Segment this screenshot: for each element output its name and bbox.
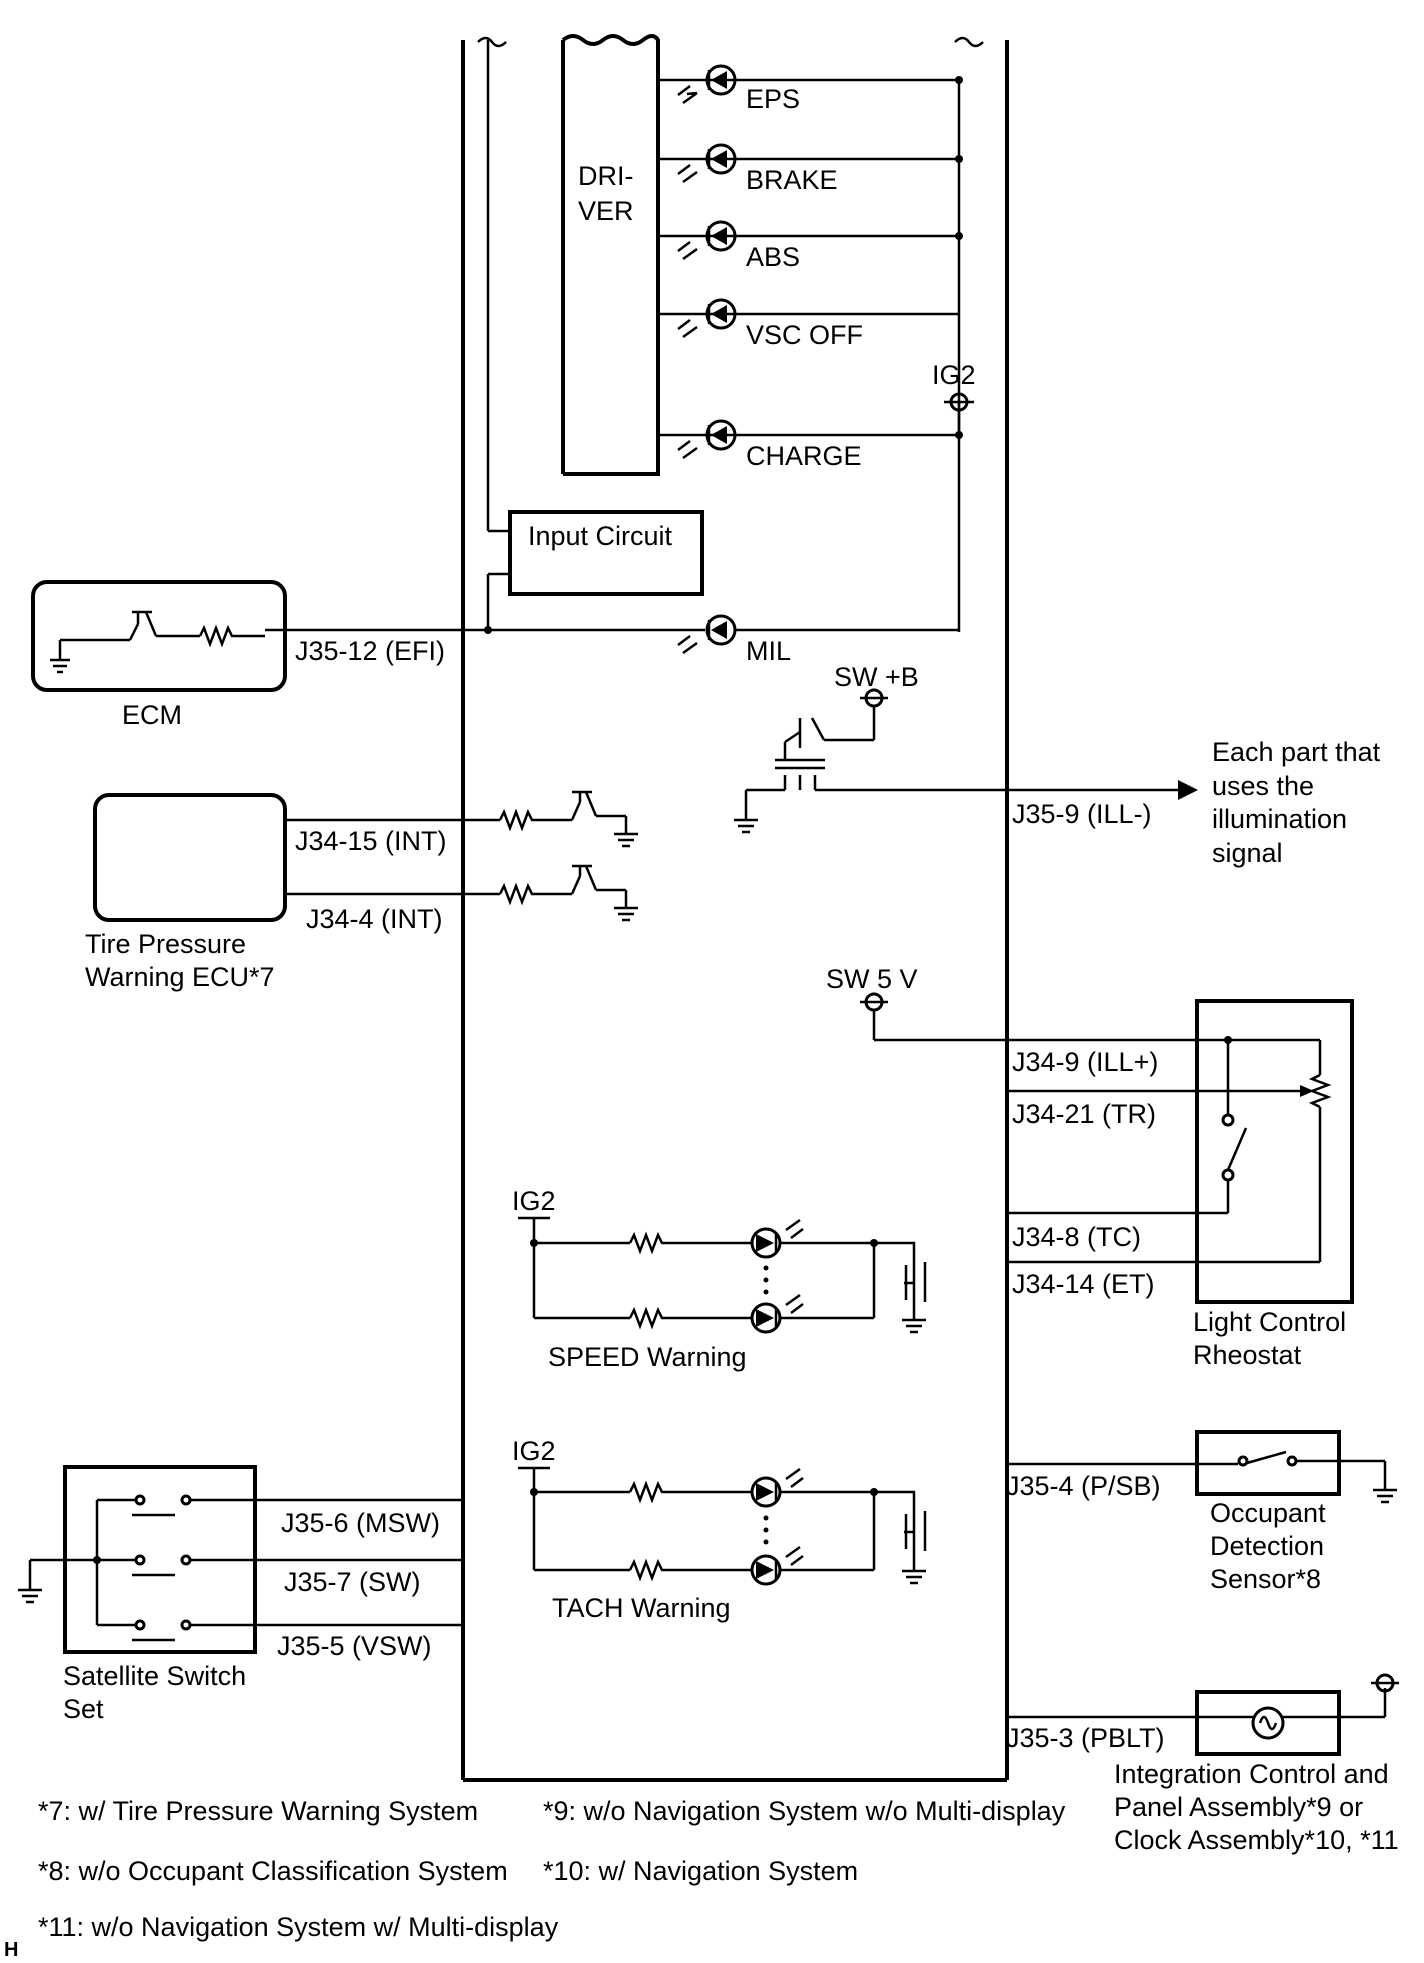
integration-line2: Panel Assembly*9 or bbox=[1114, 1792, 1363, 1822]
pin-j34-4: J34-4 (INT) bbox=[306, 904, 443, 934]
vsc-off-lamp-icon bbox=[677, 298, 737, 339]
occupant-line1: Occupant bbox=[1210, 1498, 1326, 1528]
ig2-tach-label: IG2 bbox=[512, 1436, 556, 1466]
eps-lamp-icon bbox=[677, 64, 737, 105]
tach-led-top-icon bbox=[750, 1467, 804, 1508]
sw-5v-label: SW 5 V bbox=[826, 964, 918, 994]
pin-j34-14: J34-14 (ET) bbox=[1012, 1269, 1155, 1299]
illum-target-line4: signal bbox=[1212, 838, 1283, 868]
pin-j35-6: J35-6 (MSW) bbox=[281, 1508, 440, 1538]
occupant-line3: Sensor*8 bbox=[1210, 1564, 1321, 1594]
driver-label-line1: VER bbox=[578, 196, 634, 226]
combination-meter-frame bbox=[461, 36, 1009, 1782]
satellite-switch-set: J35-6 (MSW) J35-7 (SW) J35-5 (VSW) Satel… bbox=[18, 1465, 463, 1724]
occupant-line2: Detection bbox=[1210, 1531, 1324, 1561]
note-10: *10: w/ Navigation System bbox=[543, 1856, 858, 1886]
pin-j35-5: J35-5 (VSW) bbox=[277, 1631, 432, 1661]
speed-led-bottom-icon bbox=[750, 1293, 804, 1334]
illum-target-line2: uses the bbox=[1212, 771, 1314, 801]
speed-led-top-icon bbox=[750, 1218, 804, 1259]
sw-b-label: SW +B bbox=[834, 662, 919, 692]
rheostat-line1: Light Control bbox=[1193, 1307, 1346, 1337]
light-control-rheostat: SW 5 V J34-9 (ILL+) J34-21 (TR) J34-8 (T… bbox=[826, 964, 1354, 1370]
pin-j34-21: J34-21 (TR) bbox=[1012, 1099, 1156, 1129]
driver-label: DRI- bbox=[578, 161, 634, 191]
charge-lamp-icon bbox=[677, 419, 737, 460]
warning-lamp-rows: EPS BRAKE ABS VSC OFF CHARGE IG2 bbox=[658, 64, 976, 632]
input-circuit-block: Input Circuit bbox=[484, 40, 704, 634]
note-7: *7: w/ Tire Pressure Warning System bbox=[38, 1796, 478, 1826]
tire-pressure-ecu-block: J34-15 (INT) J34-4 (INT) Tire Pressure W… bbox=[85, 790, 638, 992]
note-8: *8: w/o Occupant Classification System bbox=[38, 1856, 508, 1886]
tpw-ecu-line2: Warning ECU*7 bbox=[85, 962, 275, 992]
satellite-line2: Set bbox=[63, 1694, 104, 1724]
corner-mark: H bbox=[4, 1939, 18, 1961]
mil-lamp-icon bbox=[677, 614, 737, 655]
pin-j35-7: J35-7 (SW) bbox=[284, 1567, 421, 1597]
satellite-line1: Satellite Switch bbox=[63, 1661, 246, 1691]
abs-lamp-icon bbox=[677, 220, 737, 261]
illum-target-line3: illumination bbox=[1212, 804, 1347, 834]
mil-label: MIL bbox=[746, 636, 791, 666]
tach-led-bottom-icon bbox=[750, 1545, 804, 1586]
pin-j35-12: J35-12 (EFI) bbox=[295, 636, 445, 666]
brake-lamp-icon bbox=[677, 143, 737, 184]
illumination-driver: SW +B J35-9 (ILL-) Each part that uses t… bbox=[734, 662, 1381, 868]
input-circuit-label: Input Circuit bbox=[528, 521, 673, 551]
pin-j35-3: J35-3 (PBLT) bbox=[1006, 1723, 1165, 1753]
abs-label: ABS bbox=[746, 242, 800, 272]
tach-warning-circuit: IG2 TACH Warning bbox=[512, 1436, 927, 1623]
pin-j35-4: J35-4 (P/SB) bbox=[1006, 1471, 1161, 1501]
integration-line3: Clock Assembly*10, *11 bbox=[1114, 1825, 1399, 1855]
illum-target-line1: Each part that bbox=[1212, 737, 1381, 767]
footnotes: *7: w/ Tire Pressure Warning System *9: … bbox=[4, 1796, 1066, 1961]
ecm-label: ECM bbox=[122, 700, 182, 730]
pin-j35-9: J35-9 (ILL-) bbox=[1012, 799, 1152, 829]
integration-line1: Integration Control and bbox=[1114, 1759, 1389, 1789]
tpw-ecu-line1: Tire Pressure bbox=[85, 929, 246, 959]
note-9: *9: w/o Navigation System w/o Multi-disp… bbox=[543, 1796, 1066, 1826]
note-11: *11: w/o Navigation System w/ Multi-disp… bbox=[38, 1912, 559, 1942]
pin-j34-9: J34-9 (ILL+) bbox=[1012, 1047, 1158, 1077]
speed-warning-circuit: IG2 SPEED Warning bbox=[512, 1186, 927, 1372]
integration-panel-assembly: J35-3 (PBLT) Integration Control and Pan… bbox=[1006, 1673, 1399, 1855]
rheostat-line2: Rheostat bbox=[1193, 1340, 1302, 1370]
occupant-detection-sensor: J35-4 (P/SB) Occupant Detection Sensor*8 bbox=[1006, 1430, 1397, 1594]
brake-label: BRAKE bbox=[746, 165, 838, 195]
ig2-top-label: IG2 bbox=[932, 360, 976, 390]
pin-j34-15: J34-15 (INT) bbox=[295, 826, 447, 856]
mil-row: MIL J35-12 (EFI) bbox=[265, 614, 959, 666]
pin-j34-8: J34-8 (TC) bbox=[1012, 1222, 1141, 1252]
ecm-block: ECM bbox=[31, 580, 287, 730]
charge-label: CHARGE bbox=[746, 441, 862, 471]
speed-warning-label: SPEED Warning bbox=[548, 1342, 747, 1372]
ig2-speed-label: IG2 bbox=[512, 1186, 556, 1216]
tach-warning-label: TACH Warning bbox=[552, 1593, 731, 1623]
vsc-off-label: VSC OFF bbox=[746, 320, 863, 350]
eps-label: EPS bbox=[746, 84, 800, 114]
driver-block: DRI- VER bbox=[561, 34, 660, 476]
